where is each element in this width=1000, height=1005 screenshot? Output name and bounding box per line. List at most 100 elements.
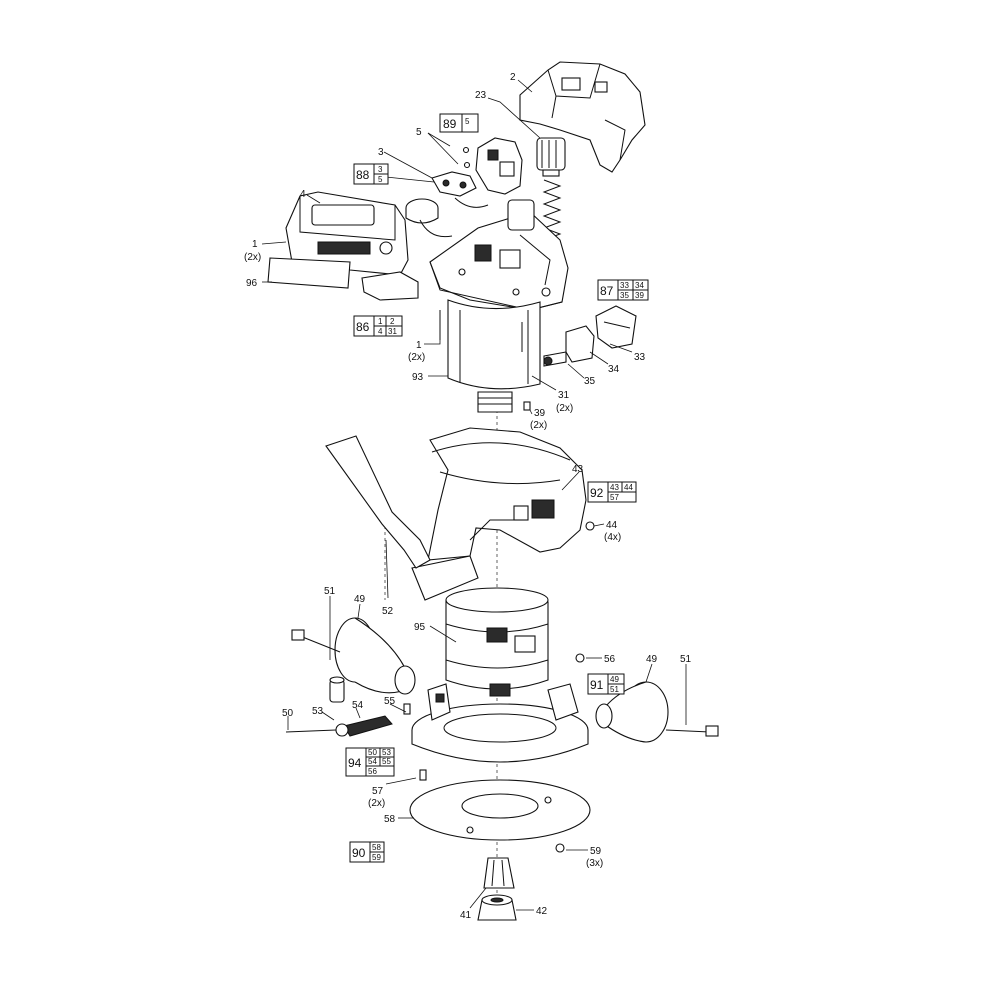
svg-text:58: 58 xyxy=(372,843,381,852)
kit-box-92: 92 43 44 57 xyxy=(587,481,637,503)
part-42-collet-nut xyxy=(477,894,517,921)
svg-text:4: 4 xyxy=(378,327,383,336)
svg-text:43: 43 xyxy=(610,483,619,492)
callout-51-right: 51 xyxy=(680,654,692,665)
callout-1-mid-qty: (2x) xyxy=(408,352,425,363)
kit-box-89: 89 5 xyxy=(439,113,479,133)
svg-text:91: 91 xyxy=(590,678,604,692)
callout-54: 54 xyxy=(352,700,364,711)
kit-box-94: 94 50 53 54 55 56 xyxy=(345,747,395,777)
kit-box-86: 86 1 2 4 31 xyxy=(353,315,403,337)
part-43-upper-shroud xyxy=(411,427,595,601)
part-cap-knob xyxy=(405,198,453,238)
svg-text:34: 34 xyxy=(635,281,644,290)
svg-text:44: 44 xyxy=(624,483,633,492)
svg-text:33: 33 xyxy=(620,281,629,290)
part-95-base-sleeve xyxy=(445,587,549,697)
callout-41: 41 xyxy=(460,910,472,921)
callout-4: 4 xyxy=(300,189,306,200)
callout-51-left: 51 xyxy=(324,586,336,597)
part-93-motor-body xyxy=(439,299,541,413)
callout-44: 44 xyxy=(606,520,618,531)
callout-23: 23 xyxy=(475,90,487,101)
svg-text:57: 57 xyxy=(610,493,619,502)
kit-box-88: 88 3 5 xyxy=(353,163,389,185)
callout-56: 56 xyxy=(604,654,616,665)
svg-text:2: 2 xyxy=(390,317,395,326)
part-41-collet xyxy=(483,857,515,889)
svg-text:55: 55 xyxy=(382,757,391,766)
part-49-left-knob xyxy=(291,617,416,695)
callout-95: 95 xyxy=(414,622,426,633)
callout-39: 39 xyxy=(534,408,546,419)
svg-text:5: 5 xyxy=(378,175,383,184)
svg-text:50: 50 xyxy=(368,748,377,757)
svg-text:31: 31 xyxy=(388,327,397,336)
part-52-arm xyxy=(325,435,431,569)
part-49-right-knob xyxy=(595,681,719,743)
callout-49-left: 49 xyxy=(354,594,366,605)
kit-box-90: 90 58 59 xyxy=(349,841,385,863)
svg-text:1: 1 xyxy=(378,317,383,326)
kit-box-87: 87 33 34 35 39 xyxy=(597,279,649,301)
part-4-side-housing xyxy=(267,191,419,301)
callout-96: 96 xyxy=(246,278,258,289)
callout-59: 59 xyxy=(590,846,602,857)
callout-2: 2 xyxy=(510,72,516,83)
callout-34: 34 xyxy=(608,364,620,375)
callout-53: 53 xyxy=(312,706,324,717)
callout-44-qty: (4x) xyxy=(604,532,621,543)
part-latch-33-34-35 xyxy=(543,305,637,367)
callout-labels: 2 23 5 3 4 1 (2x) 96 1 (2x) 93 31 (2x) 3… xyxy=(244,72,692,921)
part-motor-head xyxy=(429,199,569,311)
svg-text:3: 3 xyxy=(378,165,383,174)
svg-text:53: 53 xyxy=(382,748,391,757)
callout-57: 57 xyxy=(372,786,384,797)
callout-50: 50 xyxy=(282,708,294,719)
callout-3: 3 xyxy=(378,147,384,158)
svg-text:51: 51 xyxy=(610,685,619,694)
part-58-sub-base xyxy=(409,779,591,853)
svg-text:88: 88 xyxy=(356,168,370,182)
part-switch-assembly xyxy=(462,137,523,195)
part-lever-assembly xyxy=(285,676,411,737)
callout-55: 55 xyxy=(384,696,396,707)
leader-lines xyxy=(261,79,687,911)
svg-text:89: 89 xyxy=(443,117,457,131)
callout-1-top: 1 xyxy=(252,239,258,250)
svg-text:35: 35 xyxy=(620,291,629,300)
svg-text:56: 56 xyxy=(368,767,377,776)
callout-52: 52 xyxy=(382,606,394,617)
callout-59-qty: (3x) xyxy=(586,858,603,869)
callout-1-mid: 1 xyxy=(416,340,422,351)
kit-box-91: 91 49 51 xyxy=(587,673,625,695)
callout-5: 5 xyxy=(416,127,422,138)
svg-text:5: 5 xyxy=(465,117,470,126)
callout-42: 42 xyxy=(536,906,548,917)
callout-49-right: 49 xyxy=(646,654,658,665)
svg-text:87: 87 xyxy=(600,284,614,298)
part-small-screws xyxy=(419,401,585,781)
callout-57-qty: (2x) xyxy=(368,798,385,809)
part-2-upper-housing xyxy=(519,61,646,173)
svg-text:92: 92 xyxy=(590,486,604,500)
callout-35: 35 xyxy=(584,376,596,387)
callout-1-top-qty: (2x) xyxy=(244,252,261,263)
callout-43: 43 xyxy=(572,464,584,475)
callout-31: 31 xyxy=(558,390,570,401)
callout-93: 93 xyxy=(412,372,424,383)
callout-39-qty: (2x) xyxy=(530,420,547,431)
part-router-base xyxy=(411,683,589,763)
svg-text:54: 54 xyxy=(368,757,377,766)
svg-text:94: 94 xyxy=(348,756,362,770)
svg-text:59: 59 xyxy=(372,853,381,862)
callout-58: 58 xyxy=(384,814,396,825)
part-3-terminal xyxy=(431,171,489,208)
svg-text:39: 39 xyxy=(635,291,644,300)
svg-text:49: 49 xyxy=(610,675,619,684)
svg-text:90: 90 xyxy=(352,846,366,860)
callout-31-qty: (2x) xyxy=(556,403,573,414)
callout-33: 33 xyxy=(634,352,646,363)
svg-text:86: 86 xyxy=(356,320,370,334)
